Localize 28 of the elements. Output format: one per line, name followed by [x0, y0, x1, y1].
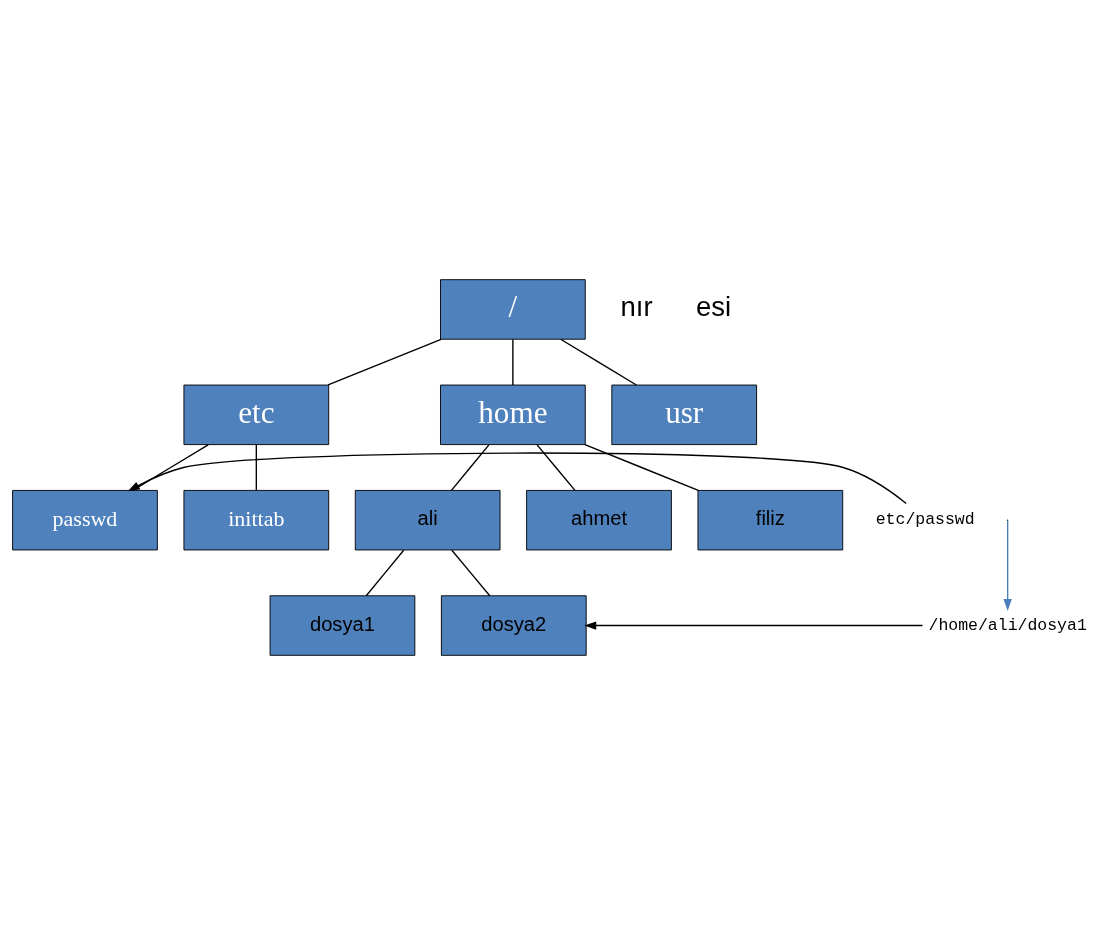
node-box: home	[440, 384, 586, 445]
connector	[450, 443, 490, 491]
arrow	[1003, 520, 1012, 611]
connector	[365, 549, 405, 596]
node-box: /	[440, 278, 586, 340]
connector	[451, 549, 491, 596]
connector	[560, 338, 638, 386]
node-box: filiz	[697, 489, 844, 550]
node-text: etc/passwd	[875, 509, 975, 529]
arrow	[127, 451, 907, 504]
node-text: /home/ali/dosya1	[928, 615, 1087, 635]
node-box: inittab	[183, 489, 330, 550]
arrow	[584, 620, 924, 630]
node-box: dosya1	[269, 594, 416, 656]
connector	[255, 443, 257, 491]
label: nır	[620, 290, 653, 322]
node-box: passwd	[12, 489, 158, 550]
connector	[584, 443, 699, 491]
node-box: usr	[611, 384, 758, 445]
connector	[327, 338, 442, 386]
node-box: ahmet	[526, 489, 672, 550]
connector	[512, 338, 514, 386]
connector	[132, 443, 209, 491]
node-box: dosya2	[440, 594, 587, 656]
node-box: ali	[354, 489, 501, 550]
label: esi	[695, 290, 732, 322]
node-box: etc	[183, 384, 330, 445]
connector	[536, 443, 576, 491]
